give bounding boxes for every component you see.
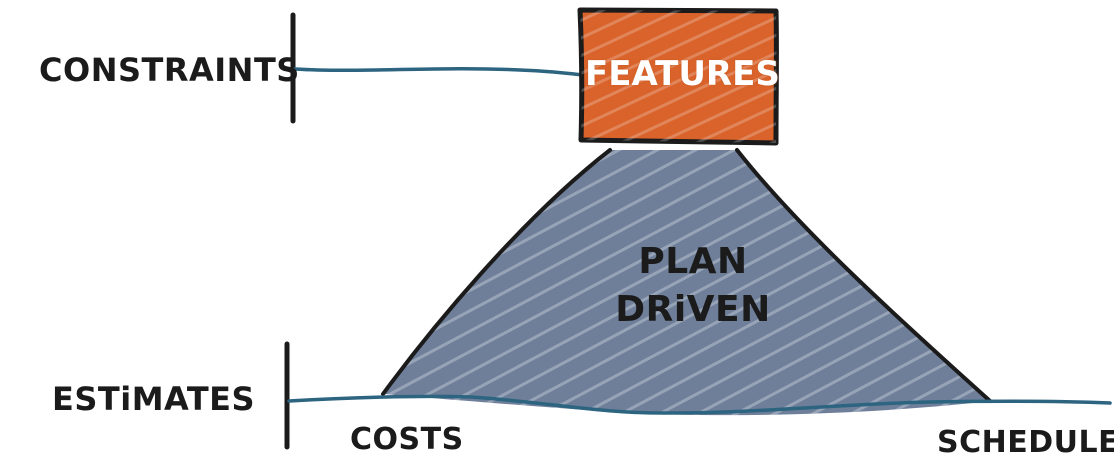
constraints-connector [293,66,593,78]
features-label: FEATURES [585,54,780,94]
constraints-label: CONSTRAINTS [39,51,300,89]
features-box-hatch [580,10,777,143]
plan-label-line1: PLAN [638,241,748,282]
estimates-baseline [287,394,1112,415]
costs-label: COSTS [350,422,464,457]
schedule-label: SCHEDULE [937,425,1114,460]
plan-driven-label: PLAN DRiVEN [608,238,778,334]
mountain-outline-right [735,148,992,403]
estimates-label: ESTiMATES [52,380,256,418]
plan-label-line2: DRiVEN [615,289,771,330]
mountain-hatch [383,150,990,416]
mountain-outline-left [381,148,612,396]
